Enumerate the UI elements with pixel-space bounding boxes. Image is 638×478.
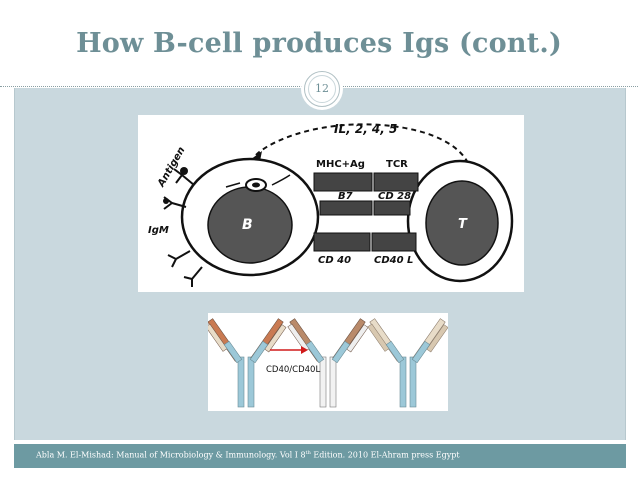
cd28-label: CD 28 <box>378 191 411 202</box>
cd40-label: CD 40 <box>318 255 351 266</box>
b7-cd28-pair <box>319 200 411 216</box>
antibody-1 <box>205 318 287 408</box>
b-cell-label: B <box>242 217 253 233</box>
antibody-figure: CD40/CD40L <box>205 313 449 411</box>
page-number-badge: 12 <box>304 71 340 107</box>
endosome-core <box>252 182 260 188</box>
cd40l-label: CD40 L <box>374 255 413 266</box>
b-t-cell-diagram: IL, 2, 4, 5 B T <box>148 122 514 287</box>
slide-title: How B-cell produces Igs (cont.) <box>76 28 562 59</box>
cd40-cd40l-label: CD40/CD40L <box>266 365 320 375</box>
igm-label: IgM <box>148 225 169 236</box>
tcr-label: TCR <box>386 159 408 170</box>
antigen-particle <box>163 198 169 204</box>
surface-igm-receptors <box>163 168 203 287</box>
internalization-arrow-left <box>225 182 241 188</box>
cytokine-label: IL, 2, 4, 5 <box>334 122 397 136</box>
footer-text-main: Abla M. El-Mishad: Manual of Microbiolog… <box>36 450 306 460</box>
b7-label: B7 <box>338 191 353 202</box>
antibody-diagram: CD40/CD40L <box>205 318 449 408</box>
t-cell-nucleus <box>425 180 499 266</box>
page-number: 12 <box>308 75 336 103</box>
cd40-cd40l-pair <box>313 232 417 252</box>
mhc-tcr-pair <box>313 172 419 192</box>
footer-bar: Abla M. El-Mishad: Manual of Microbiolog… <box>14 444 626 468</box>
b-t-cell-interaction-figure: IL, 2, 4, 5 B T <box>138 115 524 292</box>
antigen-particle <box>180 167 188 175</box>
footer-text-rest: Edition. 2010 El-Ahram press Egypt <box>310 450 460 460</box>
antibody-2 <box>287 318 369 408</box>
footer-citation: Abla M. El-Mishad: Manual of Microbiolog… <box>36 450 460 460</box>
t-cell-label: T <box>458 217 468 232</box>
internalization-arrow-right <box>271 174 291 186</box>
mhc-ag-label: MHC+Ag <box>316 159 365 170</box>
footer-superscript: th <box>305 450 311 456</box>
cd40-cd40l-arrowhead <box>301 346 308 354</box>
antibody-3 <box>367 318 449 408</box>
